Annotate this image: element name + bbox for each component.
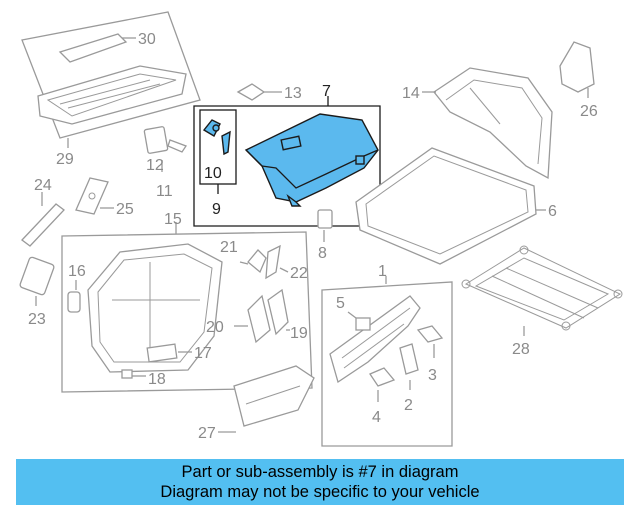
part-16[interactable] — [67, 291, 81, 313]
label-14: 14 — [402, 85, 420, 102]
side-trim-box — [61, 231, 313, 393]
label-18: 18 — [148, 371, 166, 388]
info-banner: Part or sub-assembly is #7 in diagram Di… — [16, 459, 624, 505]
label-8: 8 — [318, 245, 327, 262]
part-20[interactable] — [247, 294, 271, 344]
label-2: 2 — [404, 397, 413, 414]
label-6: 6 — [548, 203, 557, 220]
shelf-light-part[interactable] — [58, 33, 128, 63]
label-26: 26 — [580, 103, 598, 120]
banner-line-2: Diagram may not be specific to your vehi… — [160, 483, 480, 501]
part-14[interactable] — [433, 67, 553, 180]
part-10-clip[interactable] — [202, 119, 221, 137]
part-9-fastener[interactable] — [221, 130, 231, 156]
part-28-cargo-frame[interactable] — [461, 245, 623, 331]
part-5[interactable] — [355, 317, 371, 331]
banner-line-1: Part or sub-assembly is #7 in diagram — [181, 463, 459, 481]
label-3: 3 — [428, 367, 437, 384]
label-19: 19 — [290, 325, 308, 342]
part-21[interactable] — [247, 249, 267, 274]
label-10: 10 — [204, 165, 222, 182]
part-17[interactable] — [146, 343, 178, 363]
part-27[interactable] — [233, 365, 315, 427]
label-1: 1 — [378, 263, 387, 280]
label-9: 9 — [212, 201, 221, 218]
part-26[interactable] — [559, 41, 595, 93]
label-7: 7 — [322, 83, 331, 100]
label-21: 21 — [220, 239, 238, 256]
rear-shelf-panel[interactable] — [37, 65, 187, 125]
part-12-clip[interactable] — [167, 139, 187, 153]
label-17: 17 — [194, 345, 212, 362]
label-28: 28 — [512, 341, 530, 358]
label-11: 11 — [156, 183, 173, 200]
label-30: 30 — [138, 31, 156, 48]
label-4: 4 — [372, 409, 381, 426]
label-20: 20 — [206, 319, 224, 336]
part-8[interactable] — [317, 209, 333, 229]
part-15-side-trim[interactable] — [87, 243, 223, 373]
part-11-pad[interactable] — [143, 126, 169, 154]
part-24[interactable] — [21, 203, 65, 247]
label-27: 27 — [198, 425, 216, 442]
rear-shelf-group — [21, 11, 201, 139]
label-24: 24 — [34, 177, 52, 194]
part-13[interactable] — [236, 83, 266, 101]
label-23: 23 — [28, 311, 46, 328]
part-18[interactable] — [121, 369, 133, 379]
label-15: 15 — [164, 211, 182, 228]
part-22[interactable] — [265, 244, 281, 280]
part-2[interactable] — [399, 343, 419, 375]
label-22: 22 — [290, 265, 308, 282]
part-6-floor-mat[interactable] — [355, 147, 537, 265]
label-25: 25 — [116, 201, 134, 218]
part-25[interactable] — [75, 177, 109, 215]
part-7-trim[interactable] — [244, 113, 379, 203]
part-4[interactable] — [369, 367, 396, 387]
label-5: 5 — [336, 295, 345, 312]
highlight-group-7: 7 10 9 — [193, 83, 381, 227]
label-16: 16 — [68, 263, 86, 280]
rear-panel-box — [321, 281, 453, 447]
label-12: 12 — [146, 157, 164, 174]
label-29: 29 — [56, 151, 74, 168]
part-3[interactable] — [416, 325, 444, 343]
label-13: 13 — [284, 85, 302, 102]
part-23[interactable] — [19, 256, 55, 296]
parts-diagram: 30 29 13 12 11 24 25 23 15 16 17 18 21 2… — [19, 11, 623, 447]
part-19[interactable] — [267, 288, 289, 336]
